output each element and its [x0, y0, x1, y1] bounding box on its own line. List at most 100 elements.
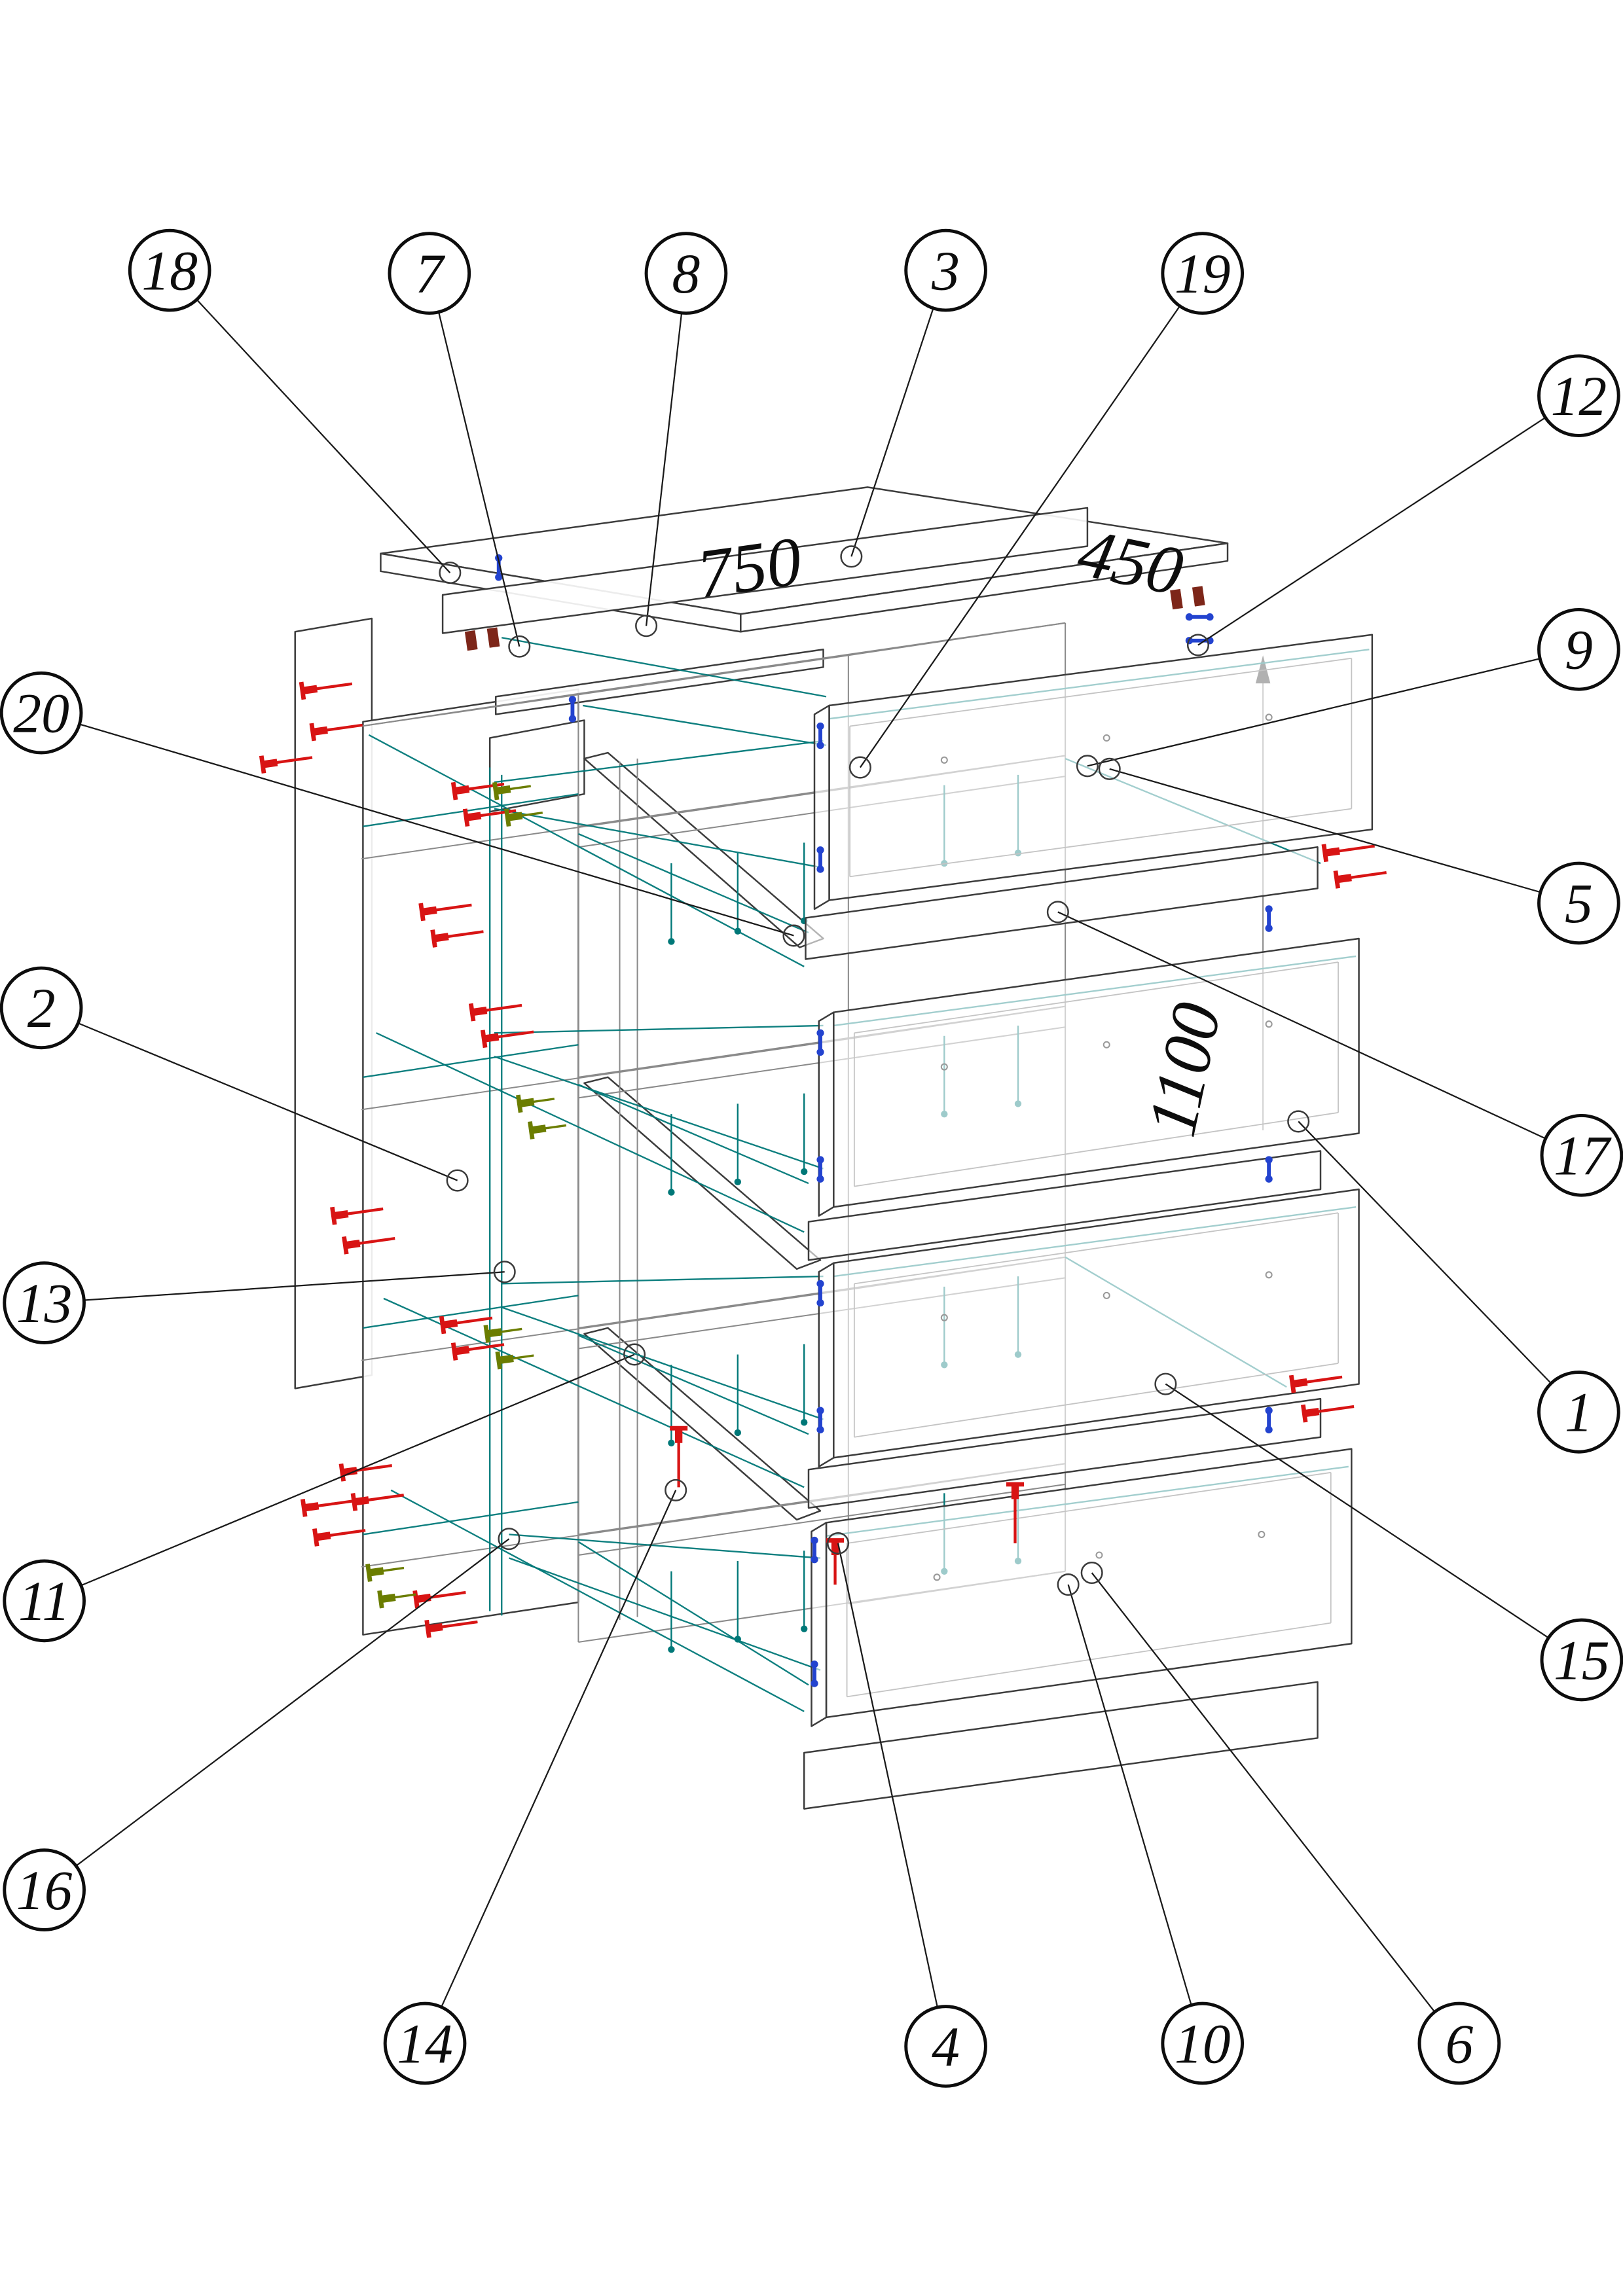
screw-head: [301, 1499, 308, 1517]
dimension-label: 450: [1072, 514, 1190, 610]
dowel-end: [816, 1280, 824, 1287]
leader-target-circle: [827, 1532, 850, 1554]
leader-target-circle: [635, 615, 658, 637]
cam-lock: [1170, 588, 1183, 610]
guide-pin-dot: [668, 1646, 675, 1653]
leader-target-circle: [1098, 757, 1121, 780]
assembly-guide-line: [363, 1295, 579, 1329]
screw-shaft: [483, 1030, 534, 1041]
screw-shaft: [342, 1464, 393, 1474]
screw-shaft: [354, 1494, 405, 1503]
drawer-inner-line: [847, 1471, 1331, 1544]
callout-balloon: [904, 2005, 987, 2088]
leader-line: [41, 712, 794, 937]
dowel-end: [568, 715, 577, 723]
assembly-guide-line: [577, 1541, 809, 1686]
screw-shaft: [1324, 844, 1375, 855]
assembly-guide-line: [494, 1024, 824, 1034]
dowel-end: [811, 1556, 818, 1564]
assembly-guide-line: [577, 833, 809, 934]
drawer-2-edge: [818, 1011, 835, 1217]
leader-line: [44, 1271, 505, 1304]
screw-shaft: [422, 903, 472, 914]
fitting-mark: [940, 1314, 948, 1321]
leader-target-circle: [1076, 755, 1099, 778]
leader-line: [424, 1490, 677, 2044]
leader-line: [1109, 768, 1579, 904]
fitting-mark: [1103, 1041, 1110, 1049]
dowel-end: [1265, 1426, 1273, 1434]
screw-shaft: [315, 1529, 366, 1539]
callout-balloon: [3, 1559, 86, 1643]
dowel-end: [816, 1299, 824, 1307]
callout-number: 10: [1175, 2013, 1231, 2075]
callout-balloon: [904, 228, 987, 312]
callout-balloon: [128, 228, 211, 312]
screw-shaft: [369, 1566, 405, 1574]
leader-line: [428, 273, 520, 647]
drawer-inner-line: [847, 1622, 1331, 1698]
assembly-guide-line: [582, 704, 827, 746]
leader-target-circle: [1080, 1562, 1103, 1585]
leader-line: [1057, 911, 1582, 1157]
drawer-1-edge: [813, 704, 830, 910]
drawer-inner-line: [854, 1112, 1339, 1187]
assembly-guide-line: [363, 1501, 579, 1535]
dowel-end: [816, 742, 824, 749]
callout-balloon: [0, 671, 83, 755]
fitting-mark: [1103, 1291, 1110, 1299]
fitting-mark: [1265, 1020, 1273, 1028]
leader-target-circle: [848, 756, 871, 779]
leader-line: [1298, 1121, 1580, 1413]
callout-balloon: [1537, 861, 1620, 945]
dowel-end: [816, 1407, 824, 1414]
callout-balloon: [3, 1848, 86, 1931]
callout-number: 16: [16, 1859, 73, 1922]
callout-number: 3: [931, 240, 960, 302]
leader-line: [1087, 649, 1579, 767]
assembly-guide-line: [494, 740, 824, 783]
fitting-mark: [1258, 1530, 1266, 1538]
callout-number: 5: [1565, 872, 1593, 935]
callout-balloon: [644, 232, 728, 315]
screw-shaft: [507, 811, 543, 819]
leader-line: [1197, 395, 1580, 646]
screw-shaft: [471, 1003, 522, 1014]
callout-number: 17: [1554, 1125, 1612, 1187]
screw-shaft: [1304, 1405, 1355, 1415]
screw-shaft: [428, 1620, 478, 1630]
leader-target-circle: [782, 924, 805, 947]
leader-target-circle: [498, 1528, 520, 1551]
dowel-end: [816, 1426, 824, 1434]
dowel-end: [1185, 613, 1194, 621]
rail-strip-3: [807, 1397, 1322, 1509]
drawer-inner-line: [854, 1212, 1339, 1285]
cam-lock: [1192, 586, 1205, 607]
assembly-guide-line: [390, 1489, 805, 1712]
callout-balloon: [0, 966, 83, 1050]
leader-line: [44, 1354, 635, 1602]
callout-balloon: [383, 2001, 467, 2085]
guide-pin-dot: [734, 1429, 742, 1437]
leader-target-circle: [665, 1479, 687, 1501]
screw-shaft: [433, 930, 484, 941]
callout-number: 14: [397, 2013, 453, 2075]
callout-number: 2: [27, 977, 56, 1039]
runner-board-2: [583, 1076, 822, 1270]
construction-line: [578, 1483, 1066, 1556]
leader-line: [1091, 1572, 1460, 2044]
callout-balloon: [388, 232, 471, 315]
callout-balloon: [1537, 1371, 1620, 1454]
fitting-mark: [940, 756, 948, 764]
cam-lock: [464, 630, 478, 651]
callout-number: 13: [16, 1272, 73, 1335]
assembly-guide-line: [509, 1557, 821, 1671]
fitting-mark: [940, 1063, 948, 1071]
fitting-mark: [1265, 713, 1273, 721]
screw-shaft: [380, 1593, 416, 1601]
guide-pin-dot: [668, 938, 675, 945]
screw-shaft: [302, 682, 353, 692]
back-top-rail: [441, 507, 1089, 634]
callout-number: 6: [1445, 2013, 1473, 2075]
fitting-mark: [1265, 1271, 1273, 1279]
